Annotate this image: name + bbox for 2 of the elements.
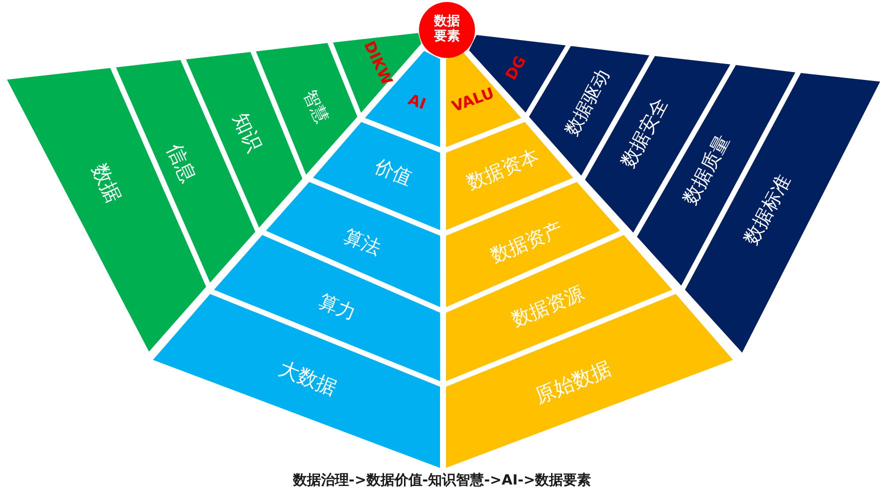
apex-circle: 数据要素 bbox=[419, 2, 475, 58]
caption: 数据治理->数据价值-知识智慧->AI->数据要素 bbox=[292, 473, 592, 489]
